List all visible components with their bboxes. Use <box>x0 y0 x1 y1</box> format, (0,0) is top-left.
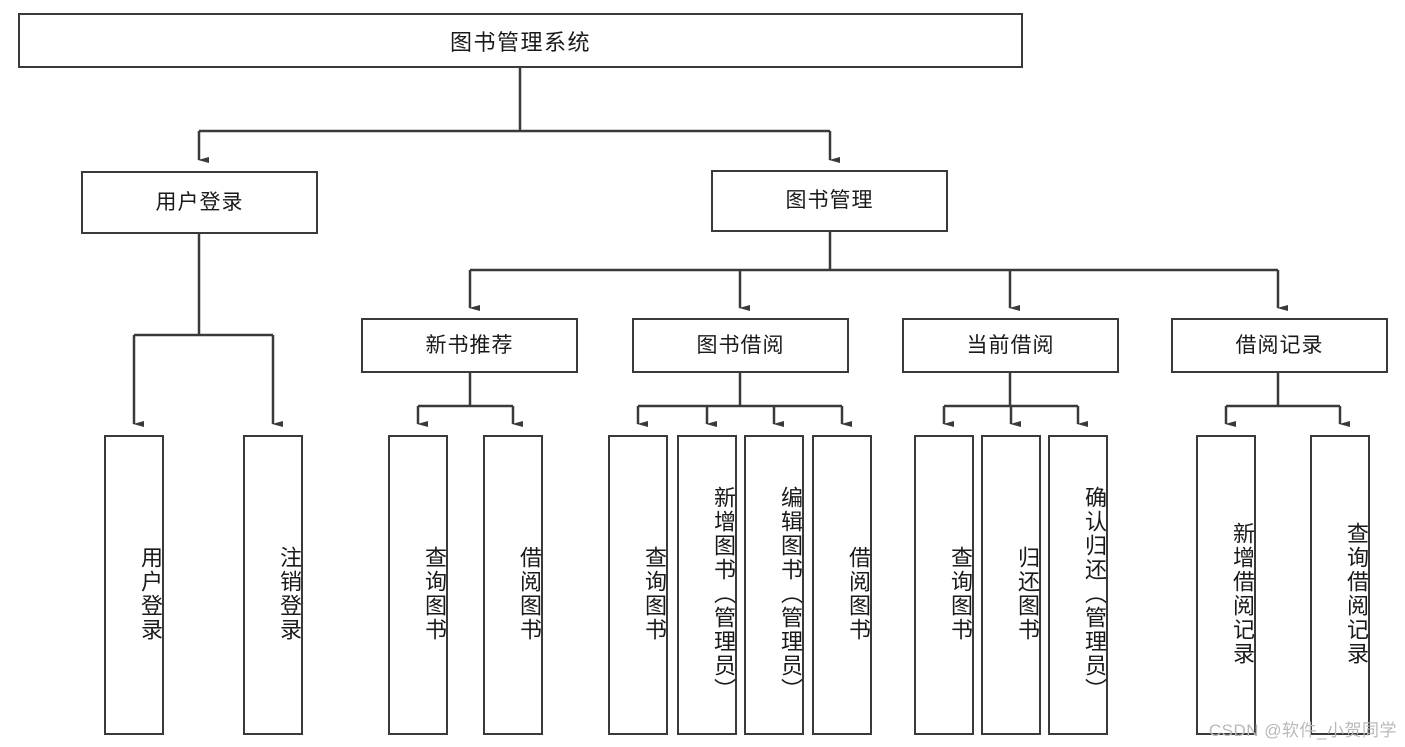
node-label: 用户登录 <box>155 190 244 214</box>
leaf-borrow-borrow-book[interactable]: 借阅图书 <box>812 435 872 735</box>
node-label: 确认归还（管理员） <box>1082 486 1107 702</box>
node-book-borrow[interactable]: 图书借阅 <box>632 318 849 373</box>
node-label: 借阅图书 <box>517 546 542 642</box>
leaf-borrow-query-book[interactable]: 查询图书 <box>608 435 668 735</box>
leaf-current-confirm-return-admin[interactable]: 确认归还（管理员） <box>1048 435 1108 735</box>
node-label: 用户登录 <box>138 546 163 642</box>
node-label: 查询图书 <box>948 546 973 642</box>
leaf-borrow-add-book-admin[interactable]: 新增图书（管理员） <box>677 435 737 735</box>
node-label: 当前借阅 <box>966 333 1055 357</box>
node-label: 归还图书 <box>1015 546 1040 642</box>
node-borrow-record[interactable]: 借阅记录 <box>1171 318 1388 373</box>
leaf-current-query-book[interactable]: 查询图书 <box>914 435 974 735</box>
node-label: 新增借阅记录 <box>1230 522 1255 666</box>
leaf-record-query[interactable]: 查询借阅记录 <box>1310 435 1370 735</box>
watermark-text: CSDN @软件_小贺同学 <box>1208 721 1397 740</box>
node-new-book-recommend[interactable]: 新书推荐 <box>361 318 578 373</box>
leaf-borrow-edit-book-admin[interactable]: 编辑图书（管理员） <box>744 435 804 735</box>
node-label: 新书推荐 <box>425 333 514 357</box>
leaf-user-login-login[interactable]: 用户登录 <box>104 435 164 735</box>
leaf-user-login-logout[interactable]: 注销登录 <box>243 435 303 735</box>
node-root-system[interactable]: 图书管理系统 <box>18 13 1023 68</box>
leaf-record-add[interactable]: 新增借阅记录 <box>1196 435 1256 735</box>
node-label: 借阅图书 <box>846 546 871 642</box>
node-label: 图书管理系统 <box>449 29 591 55</box>
node-label: 查询借阅记录 <box>1344 522 1369 666</box>
node-label: 图书管理 <box>785 189 874 213</box>
node-label: 图书借阅 <box>696 333 785 357</box>
node-label: 查询图书 <box>422 546 447 642</box>
leaf-current-return-book[interactable]: 归还图书 <box>981 435 1041 735</box>
node-label: 新增图书（管理员） <box>711 486 736 702</box>
leaf-new-book-query[interactable]: 查询图书 <box>388 435 448 735</box>
node-user-login[interactable]: 用户登录 <box>81 171 318 234</box>
leaf-new-book-borrow[interactable]: 借阅图书 <box>483 435 543 735</box>
node-book-management[interactable]: 图书管理 <box>711 170 948 232</box>
node-label: 借阅记录 <box>1235 333 1324 357</box>
node-label: 编辑图书（管理员） <box>778 486 803 702</box>
node-current-borrow[interactable]: 当前借阅 <box>902 318 1119 373</box>
node-label: 注销登录 <box>277 546 302 642</box>
node-label: 查询图书 <box>642 546 667 642</box>
